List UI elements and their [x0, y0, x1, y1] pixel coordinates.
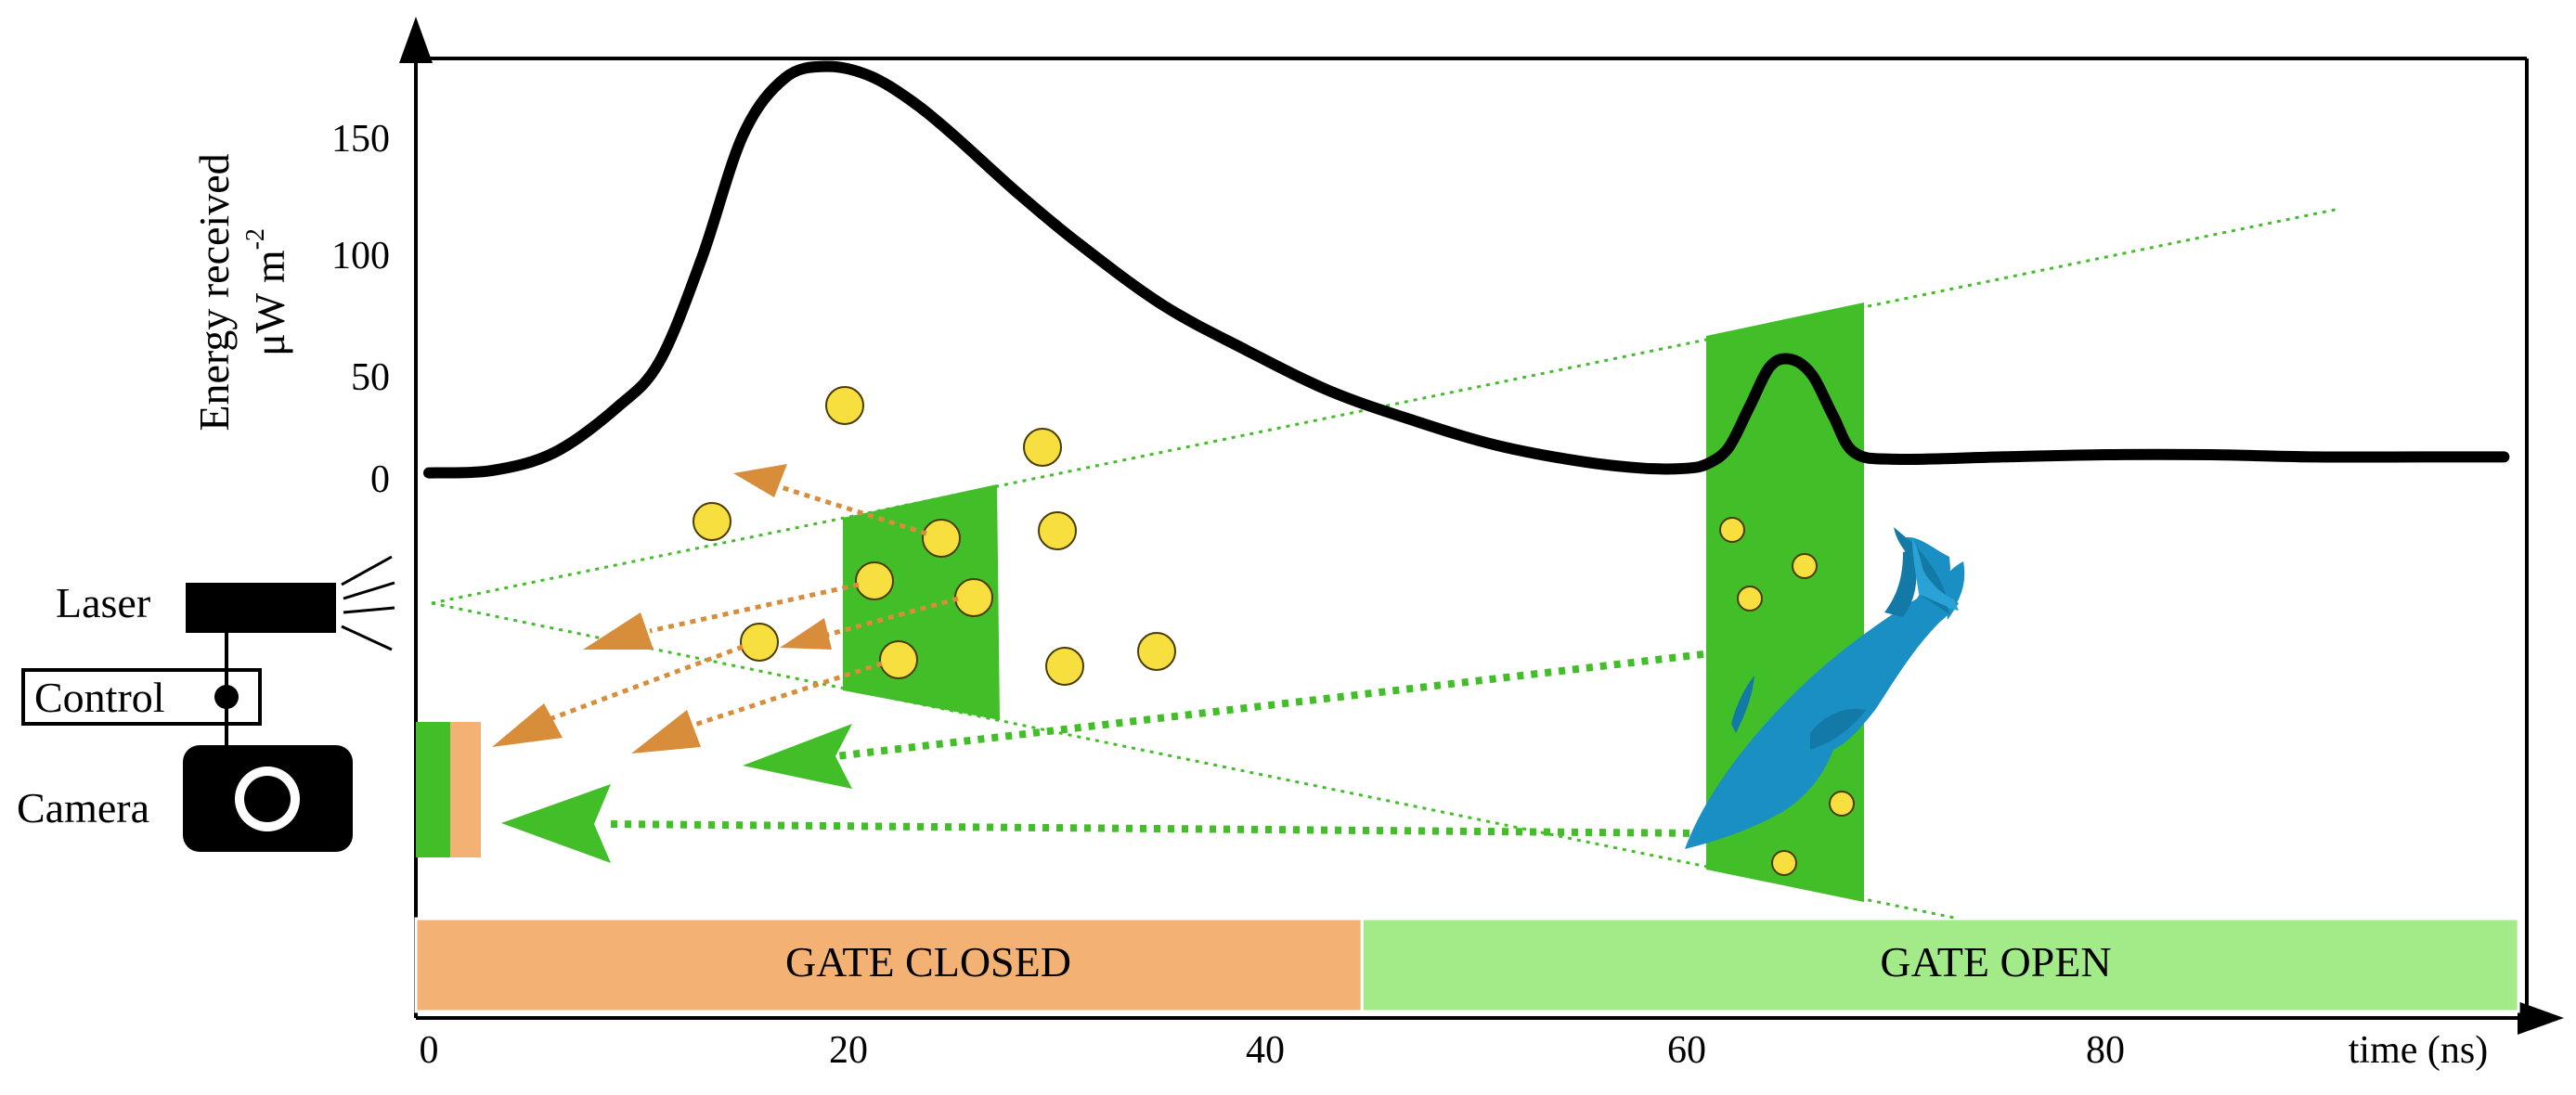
backscatter-arrow-shaft	[823, 596, 959, 638]
x-axis-label: time (ns)	[2349, 1029, 2488, 1072]
particle	[1045, 647, 1084, 686]
gate-bars: GATE CLOSED GATE OPEN	[414, 917, 2520, 1013]
y-axis-unit: μW m	[246, 250, 293, 356]
backscatter-arrowhead	[733, 464, 787, 497]
backscatter-arrowhead	[780, 618, 832, 650]
x-tick-labels: 0 20 40 60 80 time (ns)	[420, 1029, 2489, 1072]
gate-closed-label: GATE CLOSED	[785, 938, 1071, 986]
particle	[1137, 632, 1176, 671]
y-axis-unit-exponent: -2	[241, 228, 270, 250]
return-arrow-shaft	[607, 820, 1704, 837]
backscatter-arrow-shaft	[549, 644, 744, 722]
y-tick-label: 100	[331, 235, 390, 277]
backscatter-arrows	[492, 464, 959, 754]
backscatter-arrow-shaft	[649, 582, 860, 634]
camera-icon	[183, 745, 353, 852]
y-axis-label-line2: μW m-2	[241, 228, 293, 356]
y-tick-label: 50	[351, 356, 390, 399]
backscatter-arrowhead	[631, 710, 701, 754]
energy-curve	[423, 60, 2510, 479]
y-tick-label: 150	[331, 118, 390, 161]
return-arrow-shaft	[835, 651, 1704, 760]
backscatter-arrowhead	[583, 612, 654, 650]
whale-icon	[1685, 527, 1965, 849]
particle	[1792, 553, 1818, 579]
backscatter-arrowhead	[492, 703, 563, 747]
gate-open-label: GATE OPEN	[1880, 938, 2111, 986]
particle	[1719, 517, 1745, 543]
particle	[1038, 511, 1077, 550]
particle	[1829, 791, 1855, 817]
camera-label: Camera	[17, 784, 149, 831]
particle	[1771, 850, 1797, 876]
particle	[922, 519, 961, 558]
gate-open-bar	[1360, 917, 2520, 1013]
y-axis-label-line1: Energy received	[190, 153, 238, 431]
y-tick-label: 0	[370, 458, 390, 501]
y-axis-arrowhead	[399, 17, 433, 63]
plot-frame	[416, 57, 2529, 1018]
y-axis-label: Energy received μW m-2	[190, 153, 293, 431]
return-arrowhead	[743, 724, 852, 789]
sensor-orange-band	[450, 722, 481, 857]
return-arrows	[501, 651, 1704, 863]
particle	[693, 502, 731, 541]
particle	[855, 561, 894, 600]
x-tick-label: 0	[420, 1029, 439, 1072]
particle	[879, 640, 918, 679]
backscatter-arrow-shaft	[777, 483, 927, 536]
laser-icon	[186, 555, 395, 651]
particle	[740, 623, 779, 662]
gate-closed-bar	[414, 917, 1364, 1013]
particle	[825, 386, 864, 425]
laser-beam-cone	[431, 207, 2340, 921]
particle	[1737, 586, 1763, 612]
x-tick-label: 20	[829, 1029, 868, 1072]
particle	[1023, 428, 1062, 467]
control-node	[214, 685, 239, 709]
particle	[954, 578, 993, 617]
control-label: Control	[34, 674, 165, 721]
y-tick-labels: 150 100 50 0	[331, 118, 390, 501]
sensor-green-band	[416, 722, 450, 857]
return-arrowhead	[501, 784, 611, 863]
x-tick-label: 40	[1246, 1029, 1285, 1072]
x-tick-label: 60	[1667, 1029, 1706, 1072]
control-box	[21, 668, 262, 726]
laser-label: Laser	[56, 579, 150, 626]
x-tick-label: 80	[2086, 1029, 2125, 1072]
x-axis-arrowhead	[2518, 1001, 2564, 1035]
camera-sensor	[416, 722, 481, 857]
